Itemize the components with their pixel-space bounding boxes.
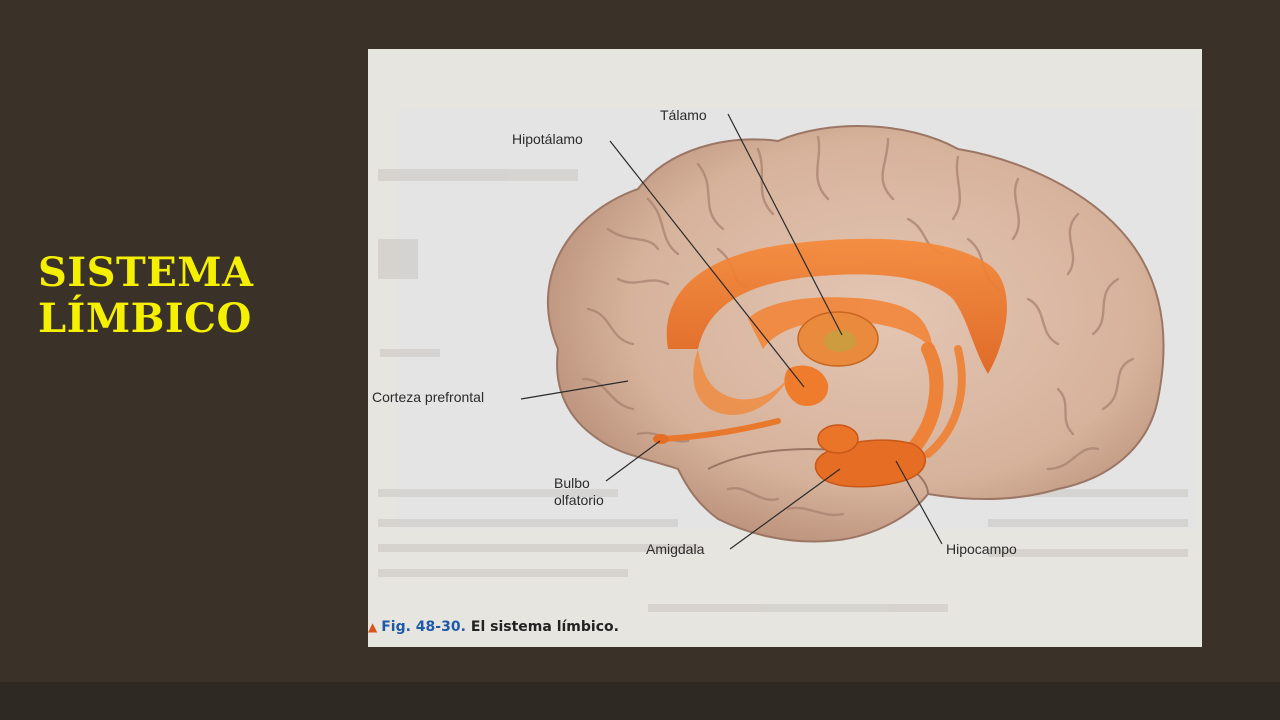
leader-lines [520,113,943,550]
label-bulbo-olfatorio: Bulbo olfatorio [554,475,604,509]
label-hipotalamo: Hipotálamo [512,131,583,147]
slide-title-line-2: LÍMBICO [38,295,252,342]
label-bulbo-line-2: olfatorio [554,492,604,508]
caption-text: El sistema límbico. [470,619,619,635]
slide-title: SISTEMA LÍMBICO [38,250,338,342]
label-talamo: Tálamo [660,107,707,123]
fornix-inner [748,297,933,349]
cingulate-arch [666,238,1007,374]
thalamus-nucleus [824,330,856,352]
olfactory-bulb [653,434,669,444]
caption-triangle-icon: ▲ [368,620,378,634]
limbic-system-figure: Tálamo Hipotálamo Corteza prefrontal Bul… [368,49,1202,647]
slide-footer-band [0,682,1280,720]
olfactory-tract [660,418,781,442]
figure-caption: ▲Fig. 48-30.El sistema límbico. [368,619,619,635]
slide-title-line-1: SISTEMA [38,249,254,296]
bleed-through-text [378,169,1188,612]
amygdala [817,424,859,454]
label-amigdala: Amigdala [646,541,705,557]
fornix-descending [906,342,944,456]
brain-illustration [368,49,1202,647]
caption-figure-number: Fig. 48-30. [381,619,466,635]
label-hipocampo: Hipocampo [946,541,1017,557]
label-bulbo-line-1: Bulbo [554,475,590,491]
label-corteza-prefrontal: Corteza prefrontal [372,389,485,405]
